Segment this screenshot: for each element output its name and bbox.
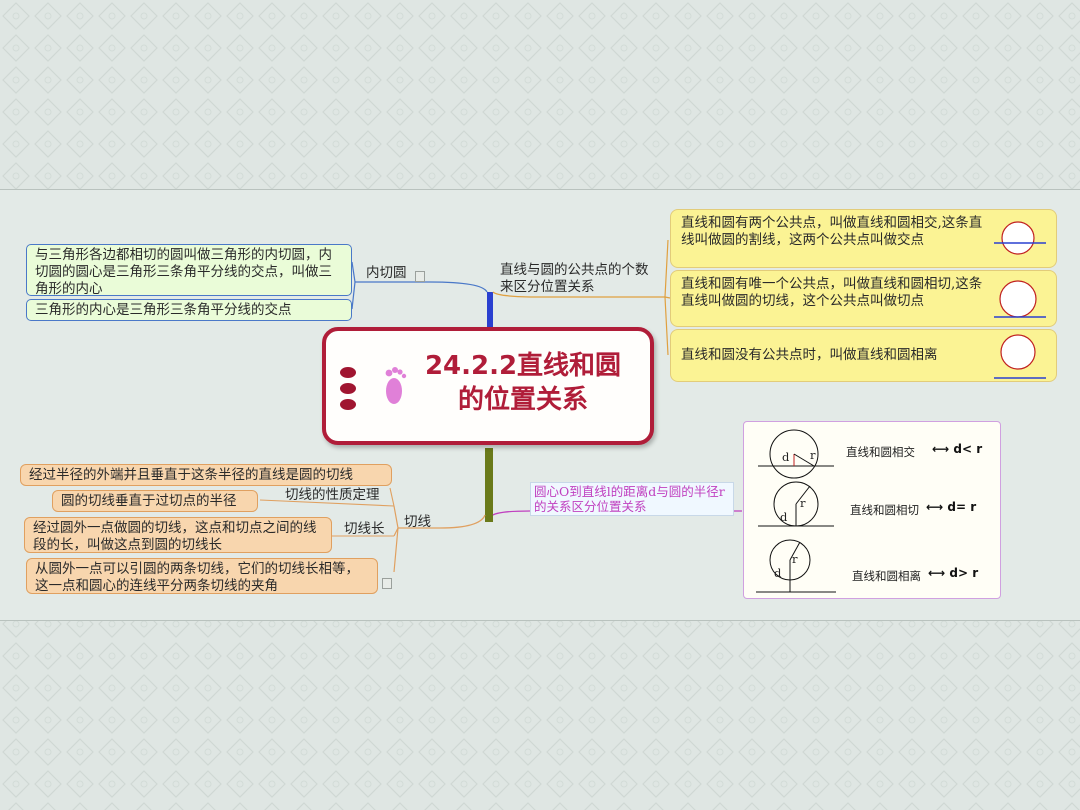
circle-secant-icon: [994, 221, 1046, 255]
note-icon: [415, 271, 425, 282]
relation-value: ⟷ d< r: [932, 442, 983, 456]
separate-definition-node[interactable]: 直线和圆没有公共点时，叫做直线和圆相离: [670, 329, 1057, 382]
tangent-definition-node[interactable]: 直线和圆有唯一个公共点，叫做直线和圆相切,这条直线叫做圆的切线，这个公共点叫做切…: [670, 270, 1057, 327]
relation-label: 直线和圆相交: [846, 445, 915, 459]
r-letter: r: [810, 448, 816, 462]
note-icon: [382, 578, 392, 589]
branch-label-common-points[interactable]: 直线与圆的公共点的个数来区分位置关系: [500, 262, 660, 296]
bullet-dot: [340, 383, 356, 394]
tangent-criterion-node[interactable]: 经过半径的外端并且垂直于这条半径的直线是圆的切线: [20, 464, 392, 486]
node-text: 圆的切线垂直于过切点的半径: [61, 493, 237, 509]
diagram-separate: [756, 539, 836, 593]
d-letter: d: [780, 510, 788, 524]
branch-label-text: 直线与圆的公共点的个数来区分位置关系: [500, 262, 649, 295]
branch-label-distance[interactable]: 圆心O到直线l的距离d与圆的半径r的关系区分位置关系: [530, 482, 734, 516]
tangent-length-definition-node[interactable]: 经过圆外一点做圆的切线，这点和切点之间的线段的长，叫做这点到圆的切线长: [24, 517, 332, 553]
node-text: 从圆外一点可以引圆的两条切线，它们的切线长相等，这一点和圆心的连线平分两条切线的…: [35, 561, 359, 594]
relation-label: 直线和圆相离: [852, 569, 921, 583]
incenter-node[interactable]: 三角形的内心是三角形三条角平分线的交点: [26, 299, 352, 321]
incircle-definition-node[interactable]: 与三角形各边都相切的圆叫做三角形的内切圆，内切圆的圆心是三角形三条角平分线的交点…: [26, 244, 352, 297]
circle-tangent-icon: [994, 280, 1046, 318]
tangent-length-theorem-node[interactable]: 从圆外一点可以引圆的两条切线，它们的切线长相等，这一点和圆心的连线平分两条切线的…: [26, 558, 378, 594]
node-text: 经过圆外一点做圆的切线，这点和切点之间的线段的长，叫做这点到圆的切线长: [33, 520, 317, 553]
branch-label-tangent[interactable]: 切线: [404, 514, 431, 530]
branch-label-text: 圆心O到直线l的距离d与圆的半径r的关系区分位置关系: [534, 484, 725, 514]
r-letter: r: [792, 552, 798, 566]
node-text: 直线和圆有两个公共点，叫做直线和圆相交,这条直线叫做圆的割线，这两个公共点叫做交…: [681, 215, 983, 248]
relation-text: d< r: [953, 442, 983, 456]
node-text: 三角形的内心是三角形三条角平分线的交点: [35, 302, 292, 318]
distance-diagram-panel: d r 直线和圆相交 ⟷ d< r d r 直线和圆相切 ⟷ d= r d r …: [743, 421, 1001, 599]
bullet-dot: [340, 399, 356, 410]
relation-label: 直线和圆相切: [850, 503, 919, 517]
relation-text: d> r: [949, 566, 979, 580]
sub-label-tangent-property[interactable]: 切线的性质定理: [285, 487, 380, 503]
node-text: 与三角形各边都相切的圆叫做三角形的内切圆，内切圆的圆心是三角形三条角平分线的交点…: [35, 247, 332, 297]
intersect-definition-node[interactable]: 直线和圆有两个公共点，叫做直线和圆相交,这条直线叫做圆的割线，这两个公共点叫做交…: [670, 209, 1057, 268]
diagram-intersect: [758, 429, 834, 479]
r-letter: r: [800, 496, 806, 510]
tangent-perpendicular-node[interactable]: 圆的切线垂直于过切点的半径: [52, 490, 258, 512]
sub-label-tangent-length[interactable]: 切线长: [344, 521, 385, 537]
branch-label-incircle[interactable]: 内切圆: [366, 265, 407, 281]
node-text: 直线和圆没有公共点时，叫做直线和圆相离: [681, 347, 938, 363]
relation-text: d= r: [947, 500, 977, 514]
circle-separate-icon: [994, 334, 1046, 379]
d-letter: d: [782, 450, 790, 464]
node-text: 直线和圆有唯一个公共点，叫做直线和圆相切,这条直线叫做圆的切线，这个公共点叫做切…: [681, 276, 983, 309]
bullet-dot: [340, 367, 356, 378]
node-text: 经过半径的外端并且垂直于这条半径的直线是圆的切线: [29, 467, 353, 483]
diagram-tangent: [758, 481, 834, 527]
relation-value: ⟷ d= r: [926, 500, 977, 514]
central-title: 24.2.2直线和圆的位置关系: [424, 351, 622, 415]
footprint-icon: [385, 367, 407, 404]
relation-value: ⟷ d> r: [928, 566, 979, 580]
central-topic[interactable]: 24.2.2直线和圆的位置关系: [322, 327, 654, 445]
d-letter: d: [774, 566, 782, 580]
